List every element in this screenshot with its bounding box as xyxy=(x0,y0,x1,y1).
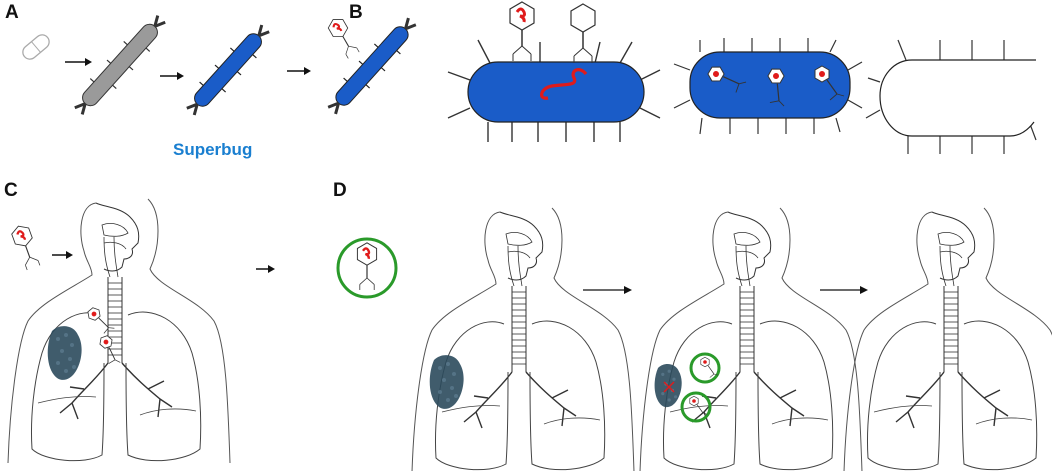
phage-icon xyxy=(508,0,536,63)
infected-bacterium xyxy=(447,39,661,142)
lungs-icon xyxy=(843,207,1052,471)
normal-bacterium xyxy=(74,15,166,115)
superbug-bacterium xyxy=(327,17,417,115)
capsule-icon xyxy=(22,34,50,60)
panel-d-content xyxy=(336,207,1052,471)
phage-icon xyxy=(336,237,398,299)
arrow-icon xyxy=(65,58,92,66)
phage-icon xyxy=(324,14,363,61)
arrow-icon xyxy=(160,72,184,80)
arrow-icon xyxy=(820,286,868,294)
arrow-icon xyxy=(583,286,632,294)
treatment-phage-icon xyxy=(663,352,721,423)
infection-cluster-icon xyxy=(429,355,464,409)
panel-letter-d: D xyxy=(333,180,347,201)
superbug-label: Superbug xyxy=(173,140,253,159)
arrow-icon xyxy=(256,265,275,273)
arrow-icon xyxy=(287,67,311,75)
lungs-icon xyxy=(7,198,231,464)
panel-a-content xyxy=(22,14,417,116)
panel-letter-b: B xyxy=(349,2,363,23)
phage-icon xyxy=(8,221,44,272)
panel-letter-c: C xyxy=(4,180,18,201)
phage-icon xyxy=(96,334,125,367)
arrow-icon xyxy=(52,251,73,259)
infection-cluster-icon xyxy=(47,326,82,380)
lungs-icon xyxy=(411,207,635,471)
lysed-bacterium xyxy=(865,39,1037,154)
superbug-bacterium xyxy=(186,24,270,116)
panel-c-content xyxy=(7,198,275,464)
phage-icon xyxy=(570,3,596,64)
panel-b-content xyxy=(447,0,1037,154)
panel-letter-a: A xyxy=(5,2,19,23)
lysing-bacterium xyxy=(673,38,863,135)
lungs-icon xyxy=(639,207,863,471)
